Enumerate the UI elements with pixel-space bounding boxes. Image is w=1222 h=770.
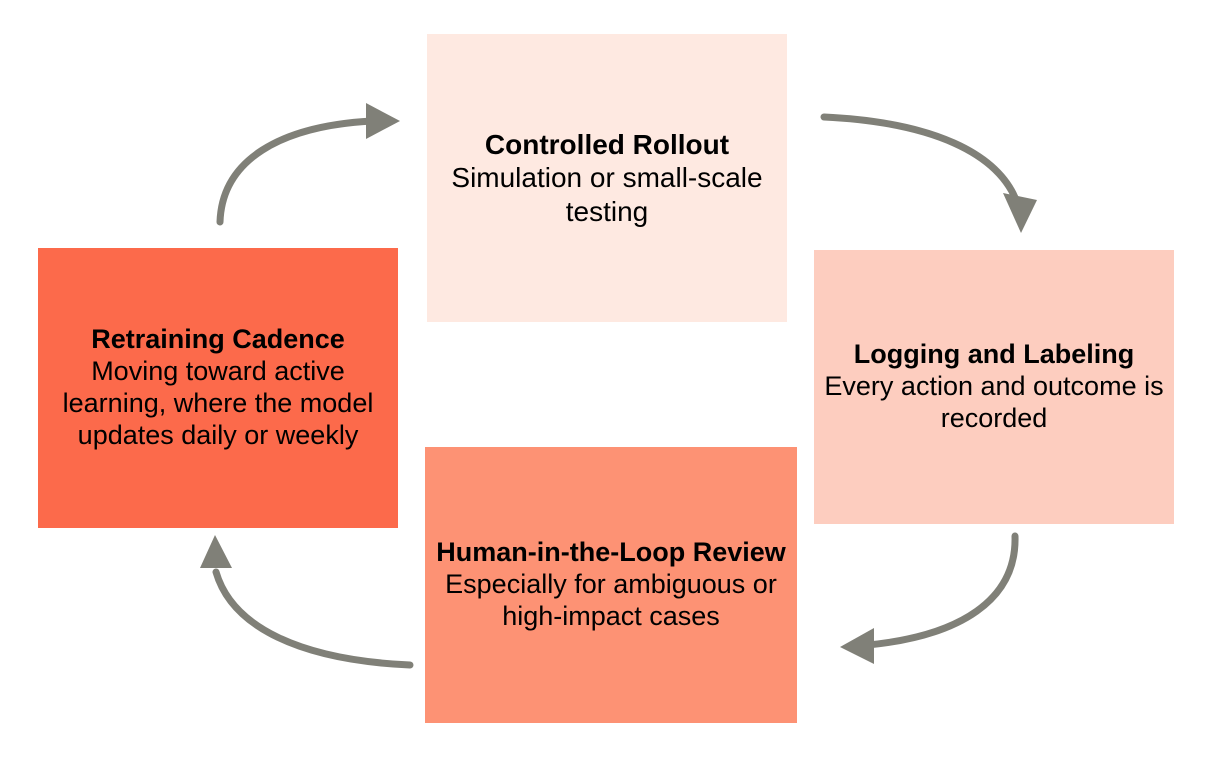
node-description: Moving toward active learning, where the… [62,356,374,450]
node-title: Retraining Cadence [91,324,345,355]
arrow-retraining-to-rollout [216,103,400,226]
node-controlled-rollout[interactable]: Controlled Rollout Simulation or small-s… [427,34,787,322]
node-description: Especially for ambiguous or high-impact … [445,569,777,631]
node-human-review[interactable]: Human-in-the-Loop Review Especially for … [425,447,797,723]
node-description: Simulation or small-scale testing [451,162,763,227]
arrow-review-to-retraining [200,535,414,669]
arrow-rollout-to-logging [820,113,1037,233]
node-description: Every action and outcome is recorded [824,371,1164,433]
node-retraining-cadence[interactable]: Retraining Cadence Moving toward active … [38,248,398,528]
node-logging-labeling[interactable]: Logging and Labeling Every action and ou… [814,250,1174,524]
arrow-logging-to-review [840,532,1019,664]
node-title: Logging and Labeling [853,339,1135,370]
node-title: Human-in-the-Loop Review [436,537,786,568]
node-title: Controlled Rollout [484,129,730,161]
